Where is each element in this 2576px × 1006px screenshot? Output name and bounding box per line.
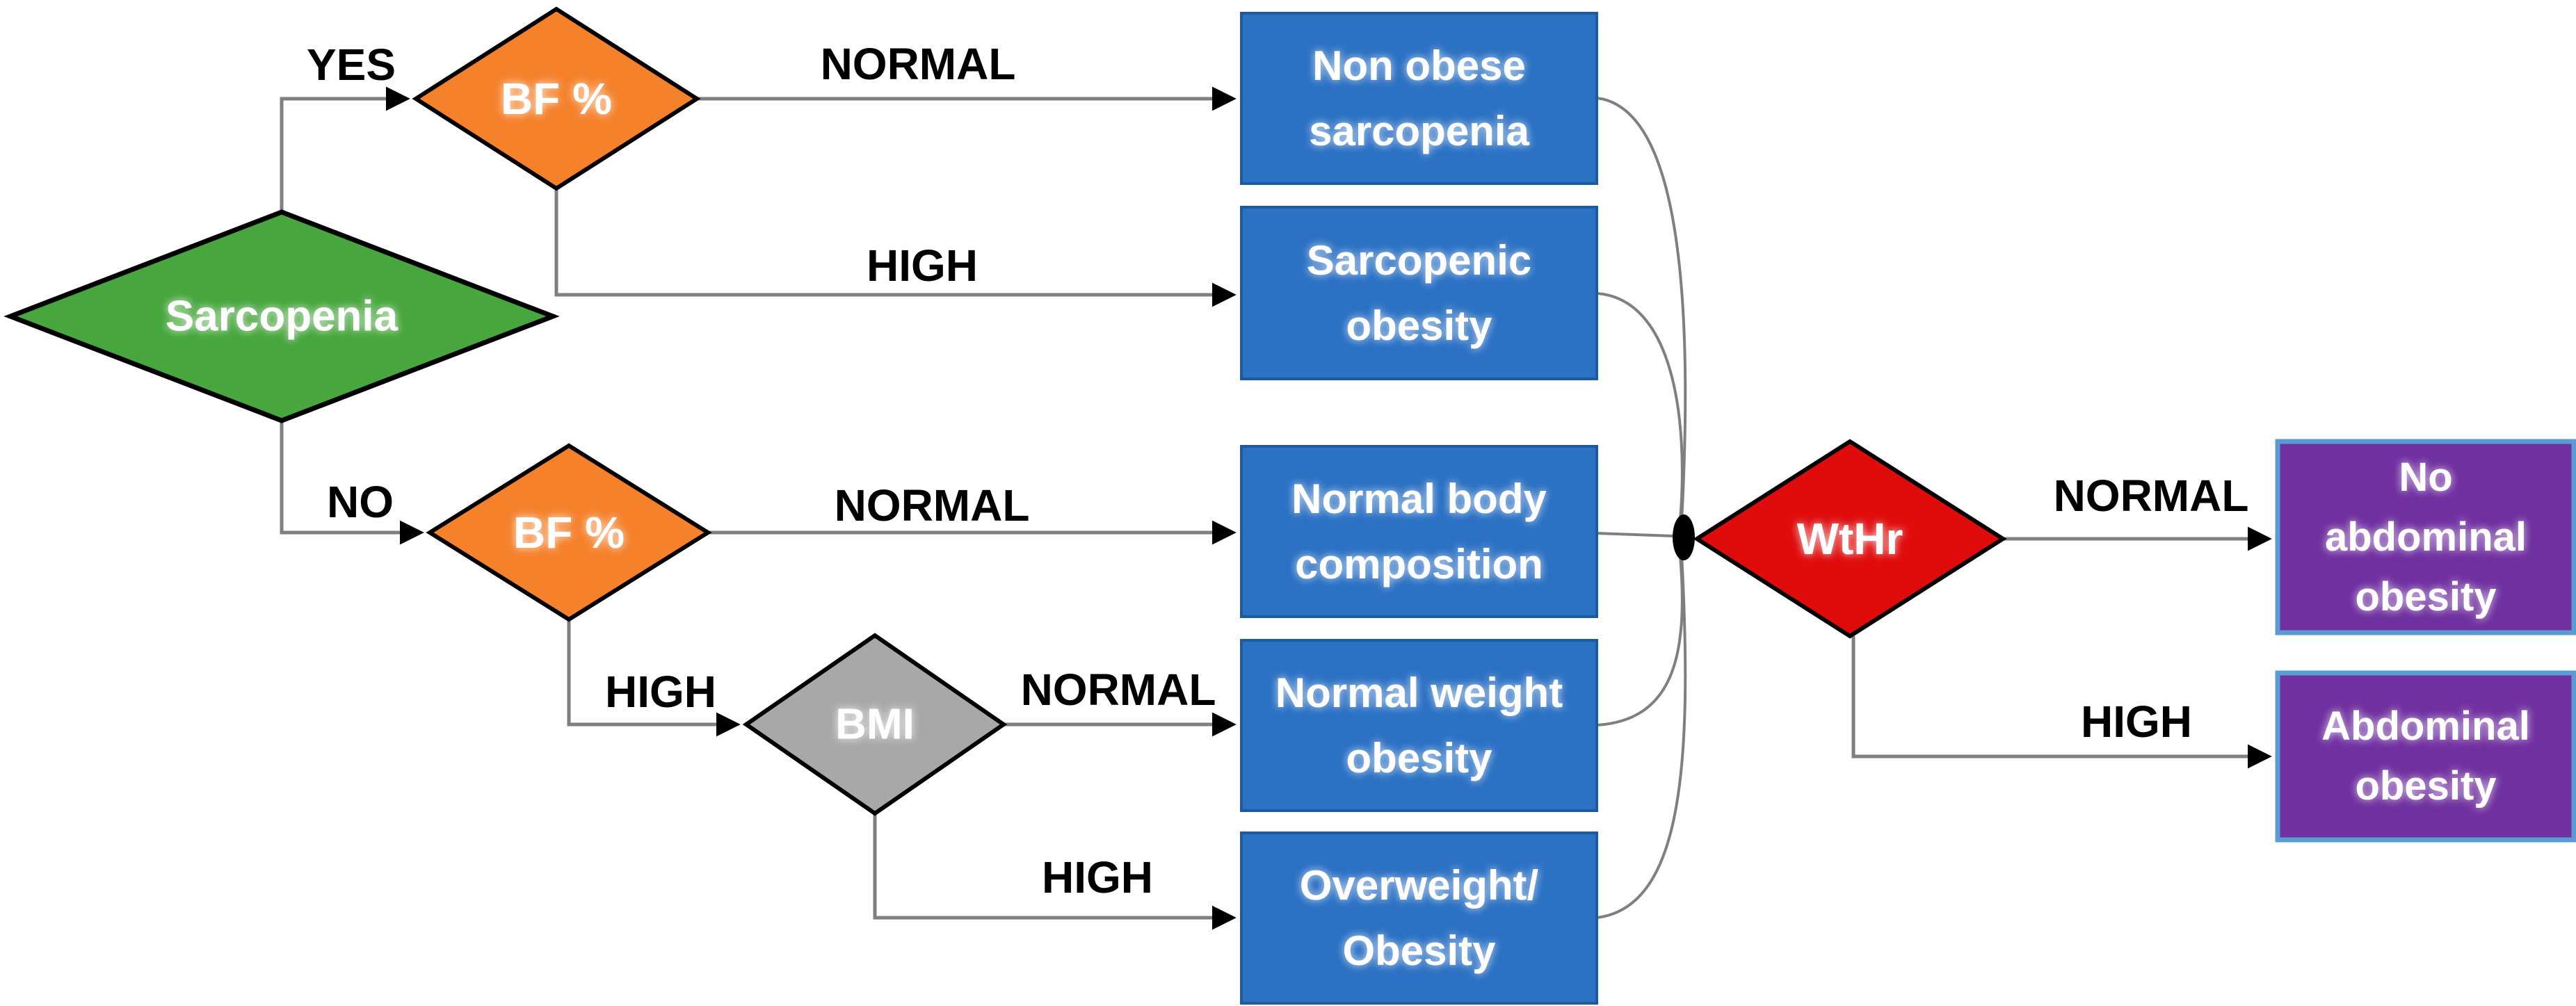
label-wthr: WtHr	[1796, 514, 1903, 564]
box-normal-body-composition	[1240, 445, 1598, 618]
box-overweight-obesity	[1240, 831, 1598, 1005]
convergence-point	[1673, 514, 1695, 560]
label-normal-weight-obesity: Normal weight obesity	[1275, 669, 1563, 781]
label-no-abdominal-obesity: No abdominal obesity	[2324, 454, 2527, 619]
label-non-obese-sarcopenia: Non obese sarcopenia	[1309, 42, 1529, 154]
box-normal-weight-obesity	[1240, 639, 1598, 812]
decision-bf-top	[412, 6, 701, 191]
label-sarcopenic-obesity: Sarcopenic obesity	[1306, 236, 1532, 349]
curve-normalweight-to-wthr	[1596, 555, 1684, 727]
decision-bf-bottom	[426, 443, 712, 622]
box-non-obese-sarcopenia	[1240, 12, 1598, 185]
edge-sarcopenia-no	[280, 421, 424, 545]
curve-nonobese-to-wthr	[1596, 97, 1687, 522]
edge-label-no: NO	[327, 477, 394, 527]
edge-label-bmi-high: HIGH	[1042, 852, 1153, 902]
box-abdominal-obesity	[2275, 670, 2576, 843]
edge-label-bftop-normal: NORMAL	[820, 39, 1016, 89]
edge-label-bfbottom-normal: NORMAL	[834, 480, 1030, 530]
edge-wthr-high	[1851, 636, 2272, 769]
edge-label-bftop-high: HIGH	[867, 241, 978, 291]
label-abdominal-obesity: Abdominal obesity	[2321, 704, 2530, 809]
box-no-abdominal-obesity	[2275, 439, 2576, 635]
edge-bfbottom-high	[567, 619, 741, 737]
edge-label-bfbottom-high: HIGH	[605, 667, 716, 717]
edge-label-wthr-high: HIGH	[2081, 697, 2192, 747]
edge-label-wthr-normal: NORMAL	[2053, 471, 2249, 521]
edge-bmi-high	[873, 813, 1237, 930]
edge-sarcopenia-yes	[280, 86, 410, 212]
label-overweight-obesity: Overweight/ Obesity	[1299, 861, 1539, 974]
edge-label-bmi-normal: NORMAL	[1020, 665, 1216, 715]
curve-normalbody-to-wthr	[1596, 532, 1674, 537]
decision-wthr	[1693, 439, 2007, 639]
decision-sarcopenia	[3, 209, 560, 423]
edge-bftop-high	[554, 188, 1237, 307]
decision-bmi	[742, 633, 1008, 816]
label-bf-top: BF %	[501, 74, 612, 124]
curve-sarcopenicobesity-to-wthr	[1596, 292, 1684, 521]
label-bf-bottom: BF %	[513, 508, 625, 558]
edge-label-yes: YES	[306, 40, 396, 90]
label-normal-body-composition: Normal body composition	[1291, 475, 1547, 587]
label-bmi: BMI	[835, 700, 915, 749]
box-sarcopenic-obesity	[1240, 206, 1598, 380]
label-sarcopenia: Sarcopenia	[165, 292, 399, 341]
curve-overweight-to-wthr	[1596, 554, 1687, 919]
